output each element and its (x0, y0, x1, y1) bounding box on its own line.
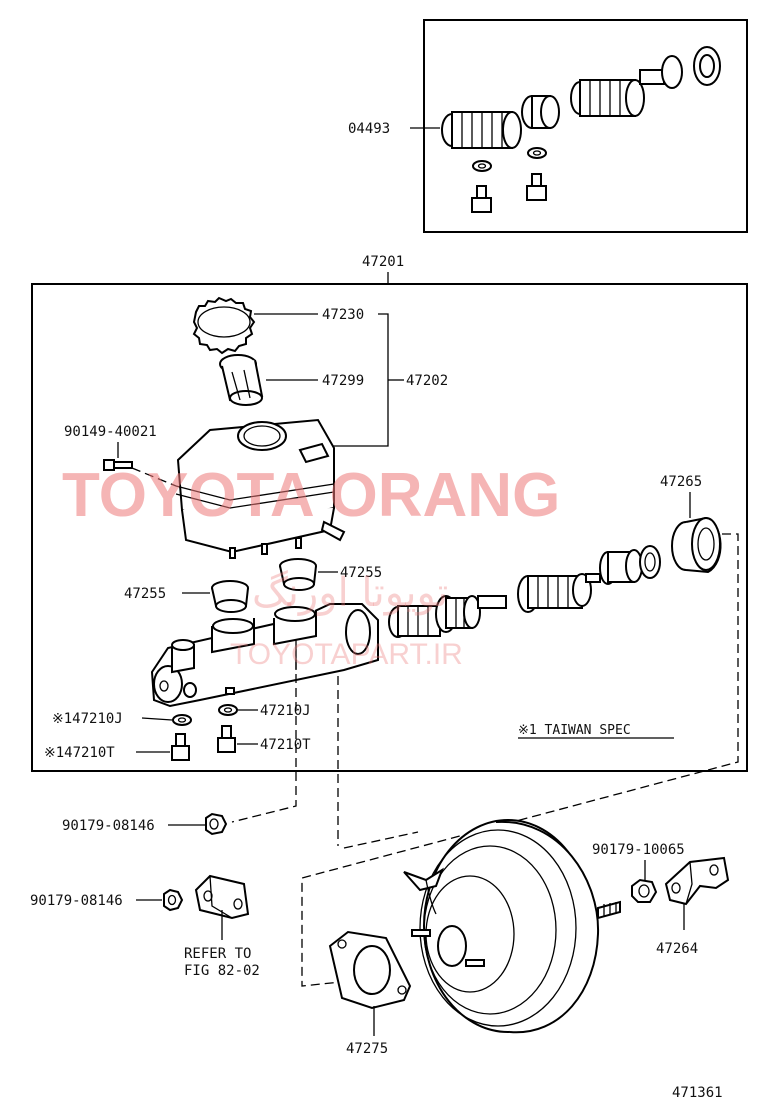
label-grommet-left: 47255 (124, 586, 166, 602)
kit-cup (521, 95, 560, 129)
figure-id: 471361 (672, 1085, 723, 1101)
label-bracket-nut: 90179-10065 (592, 842, 685, 858)
assembly-guide-lines (231, 533, 739, 987)
label-reservoir-bolt: 90149-40021 (64, 424, 157, 440)
gasket-left: ※147210J (52, 711, 192, 727)
plug-left: ※147210T (44, 733, 190, 761)
grommet-left: 47255 (124, 580, 249, 613)
reservoir-cap: 47230 (192, 296, 364, 355)
label-boot: 47265 (660, 474, 702, 490)
label-gasket-left: ※147210J (52, 711, 123, 727)
booster-gasket: 47275 (328, 930, 412, 1057)
label-gasket-right: 47210J (260, 703, 311, 719)
label-plug-left: ※147210T (44, 745, 115, 761)
gasket-right: 47210J (218, 703, 311, 719)
reservoir-strainer: 47299 (219, 354, 364, 406)
label-nut-lower: 90179-08146 (30, 893, 123, 909)
reservoir-tank (175, 418, 346, 559)
label-reservoir-set: 47202 (406, 373, 448, 389)
nut-lower: 90179-08146 (30, 888, 184, 912)
label-cap: 47230 (322, 307, 364, 323)
kit-plug-left (471, 185, 492, 213)
label-assembly: 47201 (362, 254, 404, 270)
watermark-persian: تویوتا اورنگ (252, 570, 448, 616)
bracket-nut: 90179-10065 (592, 842, 685, 903)
watermark-main: TOYOTA ORANG (62, 461, 560, 530)
kit-piston-secondary (570, 55, 683, 117)
cylinder-boot: 47265 (660, 474, 722, 574)
label-refer-line1: REFER TO (184, 946, 251, 962)
kit-plug-right (526, 173, 547, 201)
reservoir-bolt: 90149-40021 (64, 424, 177, 487)
label-nut-upper: 90179-08146 (62, 818, 155, 834)
watermark: TOYOTA ORANG تویوتا اورنگ TOYOTAPART.IR (62, 461, 560, 671)
watermark-url: TOYOTAPART.IR (230, 638, 463, 671)
label-grommet-right: 47255 (340, 565, 382, 581)
kit-seal-ring (693, 46, 721, 86)
cylinder-mount-bracket: REFER TO FIG 82-02 (184, 874, 260, 979)
plug-right: 47210T (217, 725, 311, 753)
label-kit: 04493 (348, 121, 390, 137)
label-refer-line2: FIG 82-02 (184, 963, 260, 979)
spec-note: ※1 TAIWAN SPEC (518, 723, 674, 739)
cylinder-pistons (388, 545, 661, 638)
master-cylinder-box: 47201 (31, 254, 748, 772)
grommet-right: 47255 (279, 558, 382, 591)
master-cylinder-body (150, 603, 379, 708)
nut-upper: 90179-08146 (62, 812, 228, 836)
reservoir-set-bracket: 47202 (330, 313, 448, 447)
label-gasket-booster: 47275 (346, 1041, 388, 1057)
label-plug-right: 47210T (260, 737, 311, 753)
brake-booster (403, 819, 621, 1034)
kit-gasket-right (527, 147, 547, 159)
booster-bracket: 47264 (656, 856, 730, 957)
kit-gasket-left (472, 160, 492, 172)
note-taiwan-spec: ※1 TAIWAN SPEC (518, 723, 631, 738)
kit-piston-primary (441, 111, 522, 149)
repair-kit-box: 04493 (348, 19, 748, 233)
label-bracket: 47264 (656, 941, 698, 957)
label-strainer: 47299 (322, 373, 364, 389)
